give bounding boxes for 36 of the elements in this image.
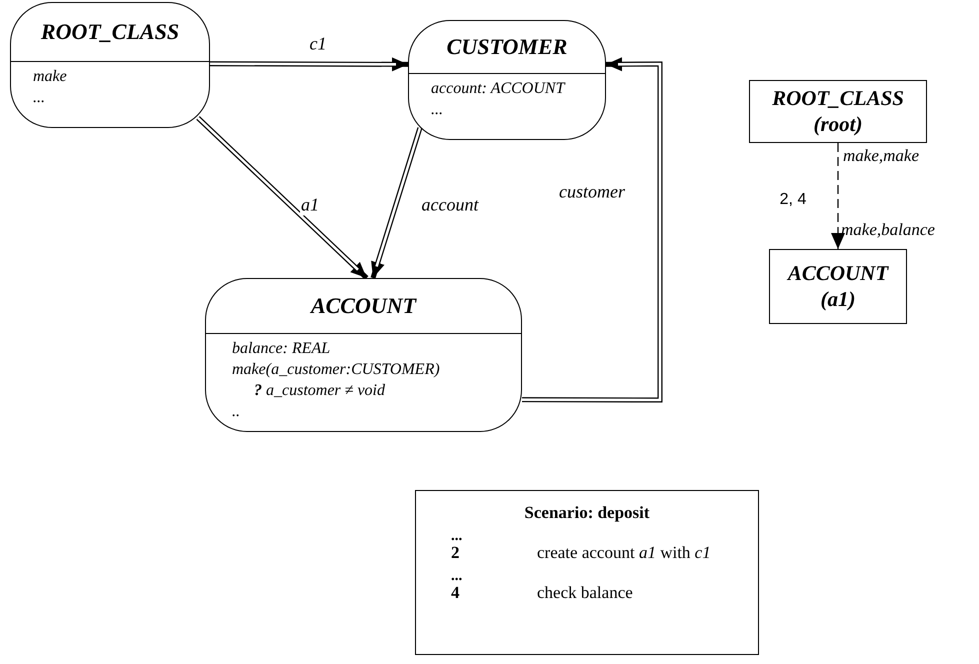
object-label: (a1) xyxy=(820,286,856,312)
class-name: CUSTOMER xyxy=(446,34,568,60)
ellipsis: ... xyxy=(451,531,462,541)
object-label: ROOT_CLASS xyxy=(772,86,904,112)
scenario-box xyxy=(415,490,759,655)
object-label: ACCOUNT xyxy=(788,261,888,286)
ellipsis: ... xyxy=(451,571,462,581)
class-box xyxy=(205,278,522,432)
class-box xyxy=(408,20,606,140)
scenario-title: Scenario: deposit xyxy=(524,503,650,523)
double-line-arrow xyxy=(196,116,368,280)
class-name: ROOT_CLASS xyxy=(40,19,180,45)
step-number: 4 xyxy=(451,583,460,603)
step-number: 2 xyxy=(451,543,460,563)
double-line-arrow xyxy=(370,127,422,279)
object-box xyxy=(749,80,927,143)
class-box xyxy=(10,2,210,128)
message-label: make,make xyxy=(843,146,919,166)
class-feature: ... xyxy=(431,101,443,119)
class-feature: ... xyxy=(33,89,45,107)
class-feature: balance: REAL xyxy=(232,340,330,358)
double-line-arrow xyxy=(522,57,662,402)
object-label: (root) xyxy=(814,112,862,137)
step-description: create account a1 with c1 xyxy=(537,543,711,564)
class-feature: account: ACCOUNT xyxy=(431,80,564,98)
dashed-arrow xyxy=(831,143,845,249)
class-name: ACCOUNT xyxy=(310,293,416,319)
step-description: check balance xyxy=(537,583,633,604)
class-feature: make xyxy=(33,68,67,86)
object-box xyxy=(769,249,907,324)
class-feature: .. xyxy=(232,403,240,421)
class-feature: make(a_customer:CUSTOMER) xyxy=(232,361,440,379)
double-line-arrow xyxy=(210,57,408,72)
message-label: make,balance xyxy=(841,220,935,240)
edge-label: 2, 4 xyxy=(778,191,808,209)
class-feature: ? a_customer ≠ void xyxy=(253,382,385,400)
